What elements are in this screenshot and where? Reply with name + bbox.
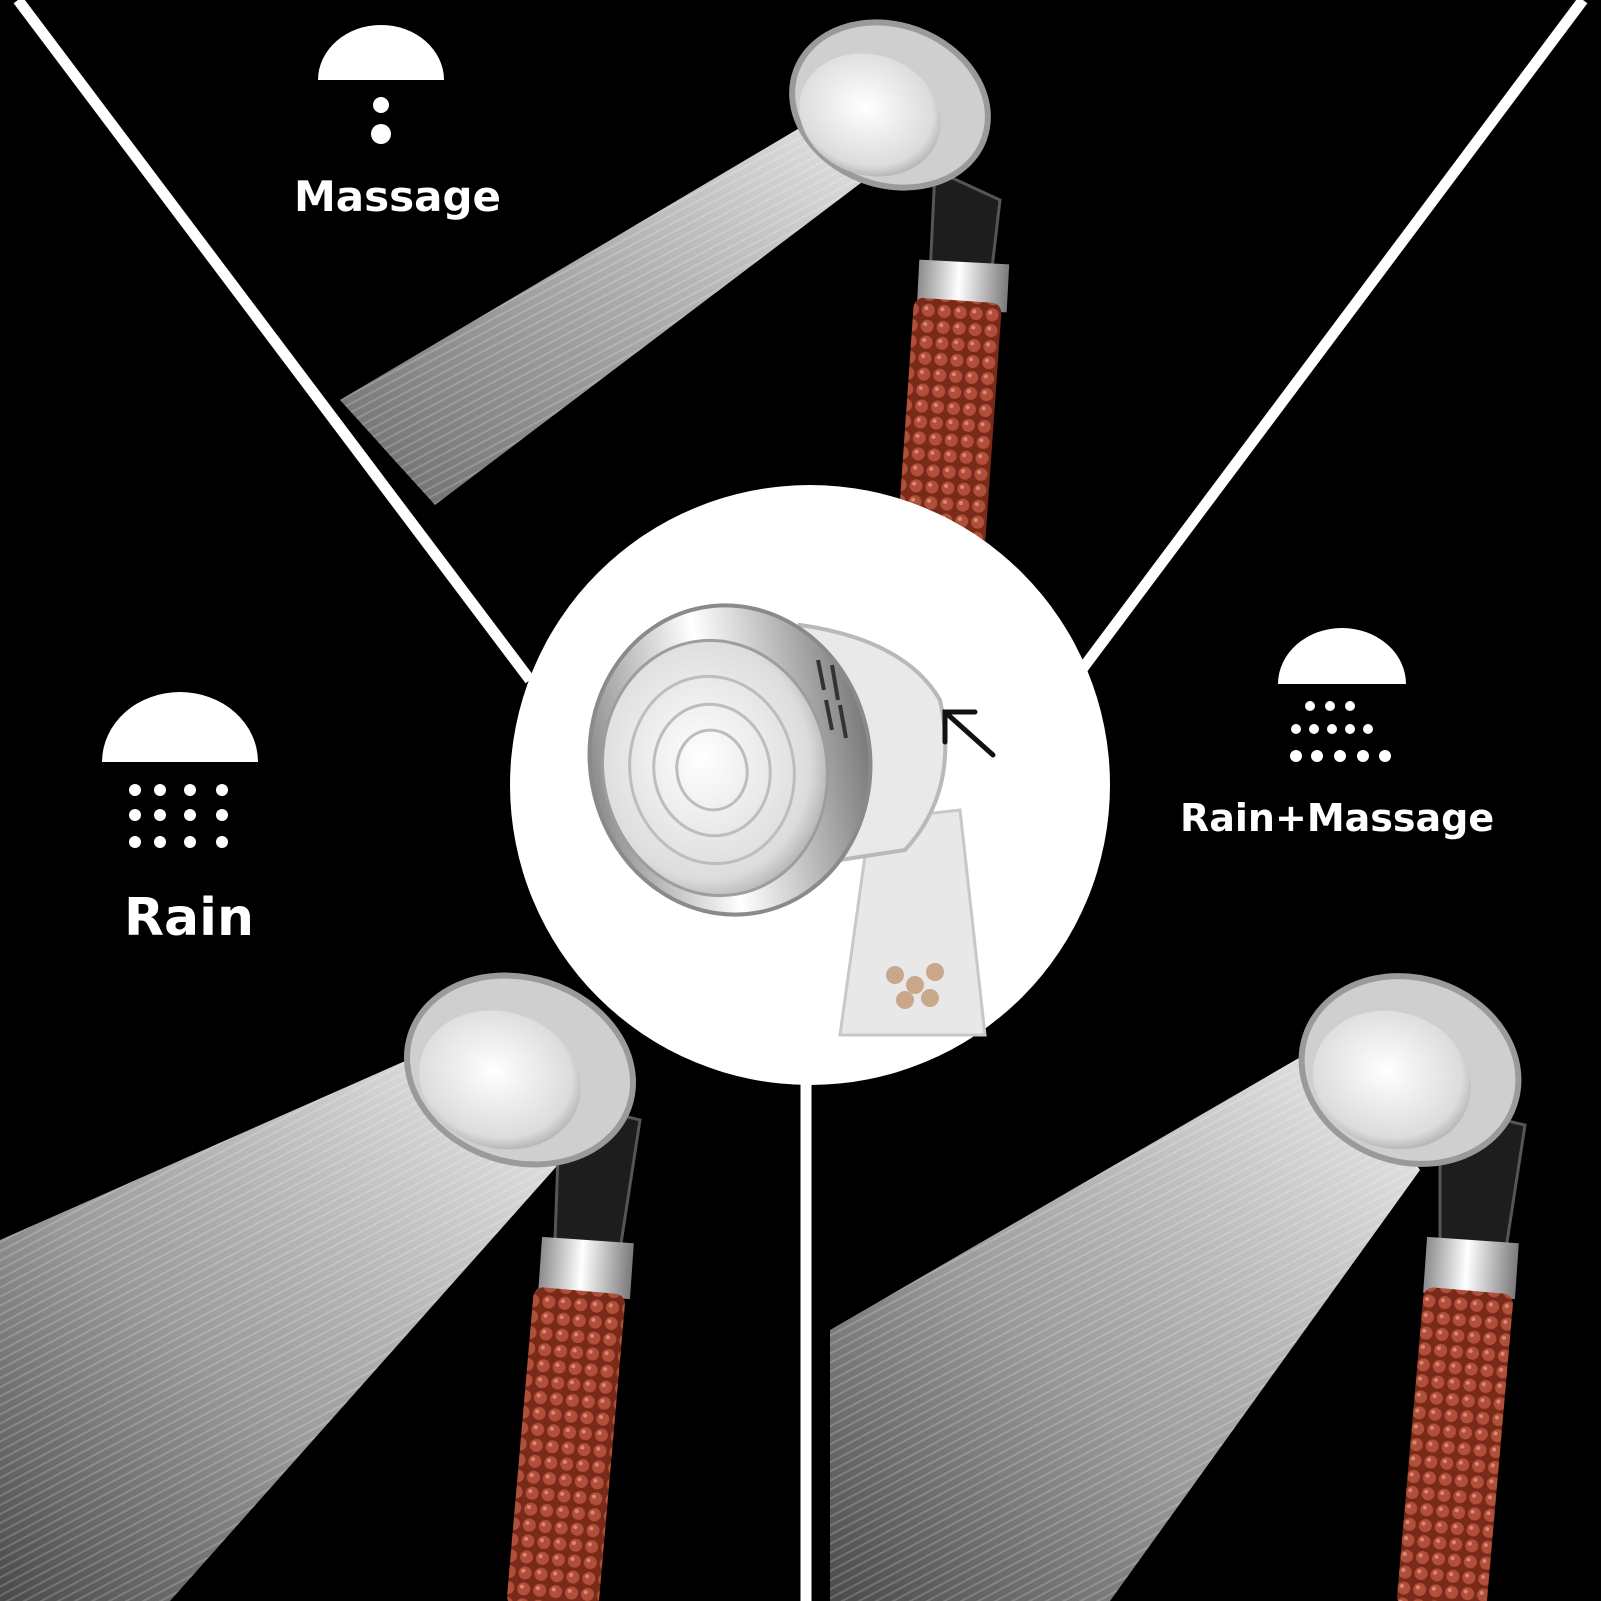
- massage-label: Massage: [294, 172, 502, 221]
- center-detail: [510, 485, 1110, 1085]
- rain-spray-icon: [102, 692, 258, 848]
- filter-beads: [1397, 1287, 1513, 1601]
- divider-line-right: [1075, 0, 1588, 676]
- shower-head-rain: [0, 972, 642, 1601]
- filter-beads: [896, 297, 1002, 563]
- arrow-icon: [942, 709, 996, 758]
- divider-line-left: [13, 0, 535, 684]
- shower-head-massage: [340, 19, 1010, 563]
- divider-lines: [13, 0, 1588, 1601]
- rain-massage-spray-icon: [1278, 628, 1406, 762]
- rain-label: Rain: [124, 888, 254, 948]
- rain-massage-label: Rain+Massage: [1180, 796, 1495, 840]
- filter-beads: [507, 1287, 625, 1601]
- shower-head-rain-massage: [830, 973, 1527, 1601]
- massage-spray-icon: [318, 25, 444, 144]
- switch-ridges: [816, 659, 848, 739]
